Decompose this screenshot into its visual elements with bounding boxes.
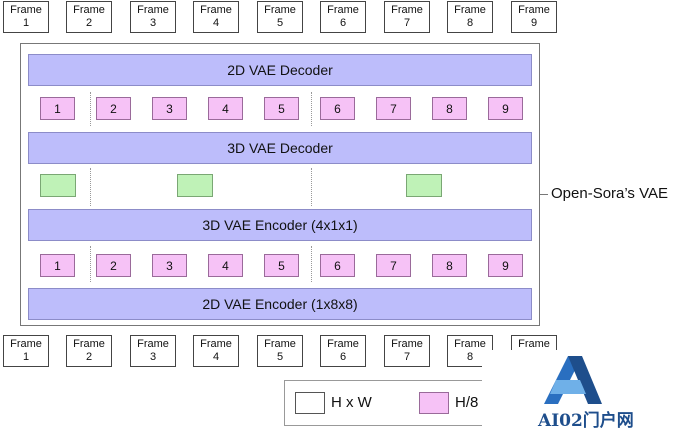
block-3d-vae-decoder: 3D VAE Decoder <box>28 132 532 164</box>
frame-label: Frame <box>454 338 486 350</box>
token: 7 <box>376 97 411 120</box>
legend-item-hxw: H x W <box>331 394 372 411</box>
token: 9 <box>488 97 523 120</box>
frame-number: 2 <box>85 17 93 29</box>
legend-item-h8: H/8 <box>455 394 479 411</box>
frame-label: Frame <box>264 338 296 350</box>
token: 3 <box>152 97 187 120</box>
group-separator <box>90 168 91 206</box>
frame-label: Frame <box>10 338 42 350</box>
token: 7 <box>376 254 411 277</box>
group-separator <box>311 92 312 126</box>
block-2d-vae-decoder: 2D VAE Decoder <box>28 54 532 86</box>
frame-label: Frame <box>327 4 359 16</box>
token: 8 <box>432 97 467 120</box>
watermark-text: AI02门户网 <box>538 411 634 431</box>
side-label-leader <box>540 194 548 195</box>
group-separator <box>90 92 91 126</box>
frame-label: Frame <box>73 4 105 16</box>
frame-label: Frame <box>200 4 232 16</box>
frame-number: 8 <box>466 17 474 29</box>
frame-number: 4 <box>212 17 220 29</box>
frame-label: Frame <box>264 4 296 16</box>
latent-block <box>40 174 76 197</box>
token: 5 <box>264 97 299 120</box>
frame-number: 3 <box>149 17 157 29</box>
frame-label: Frame <box>518 338 550 350</box>
block-3d-vae-encoder: 3D VAE Encoder (4x1x1) <box>28 209 532 241</box>
token: 6 <box>320 254 355 277</box>
frame-number: 9 <box>530 17 538 29</box>
frame-number: 3 <box>149 351 157 363</box>
frame-label: Frame <box>454 4 486 16</box>
vae-container <box>20 43 540 326</box>
frame-label: Frame <box>391 338 423 350</box>
frame-number: 1 <box>22 17 30 29</box>
frame-label: Frame <box>327 338 359 350</box>
token: 2 <box>96 254 131 277</box>
watermark: AI02门户网 <box>482 350 682 431</box>
frame-number: 4 <box>212 351 220 363</box>
token: 4 <box>208 254 243 277</box>
latent-block <box>406 174 442 197</box>
legend-swatch-pink <box>419 392 449 414</box>
token: 4 <box>208 97 243 120</box>
frame-number: 6 <box>339 17 347 29</box>
frame-label: Frame <box>10 4 42 16</box>
block-2d-vae-encoder: 2D VAE Encoder (1x8x8) <box>28 288 532 320</box>
frame-number: 2 <box>85 351 93 363</box>
frame-number: 7 <box>403 17 411 29</box>
group-separator <box>90 246 91 282</box>
watermark-logo-icon <box>544 356 602 404</box>
token: 9 <box>488 254 523 277</box>
group-separator <box>311 168 312 206</box>
token: 3 <box>152 254 187 277</box>
token: 6 <box>320 97 355 120</box>
frame-number: 1 <box>22 351 30 363</box>
frame-number: 6 <box>339 351 347 363</box>
frame-label: Frame <box>137 338 169 350</box>
token: 1 <box>40 254 75 277</box>
frame-label: Frame <box>518 4 550 16</box>
token: 2 <box>96 97 131 120</box>
frame-number: 5 <box>276 351 284 363</box>
frame-number: 5 <box>276 17 284 29</box>
frame-label: Frame <box>137 4 169 16</box>
frame-label: Frame <box>73 338 105 350</box>
vae-side-label: Open-Sora’s VAE <box>551 185 669 202</box>
latent-block <box>177 174 213 197</box>
token: 5 <box>264 254 299 277</box>
group-separator <box>311 246 312 282</box>
frame-label: Frame <box>391 4 423 16</box>
legend-swatch-white <box>295 392 325 414</box>
frame-label: Frame <box>200 338 232 350</box>
token: 8 <box>432 254 467 277</box>
frame-number: 8 <box>466 351 474 363</box>
token: 1 <box>40 97 75 120</box>
frame-number: 7 <box>403 351 411 363</box>
